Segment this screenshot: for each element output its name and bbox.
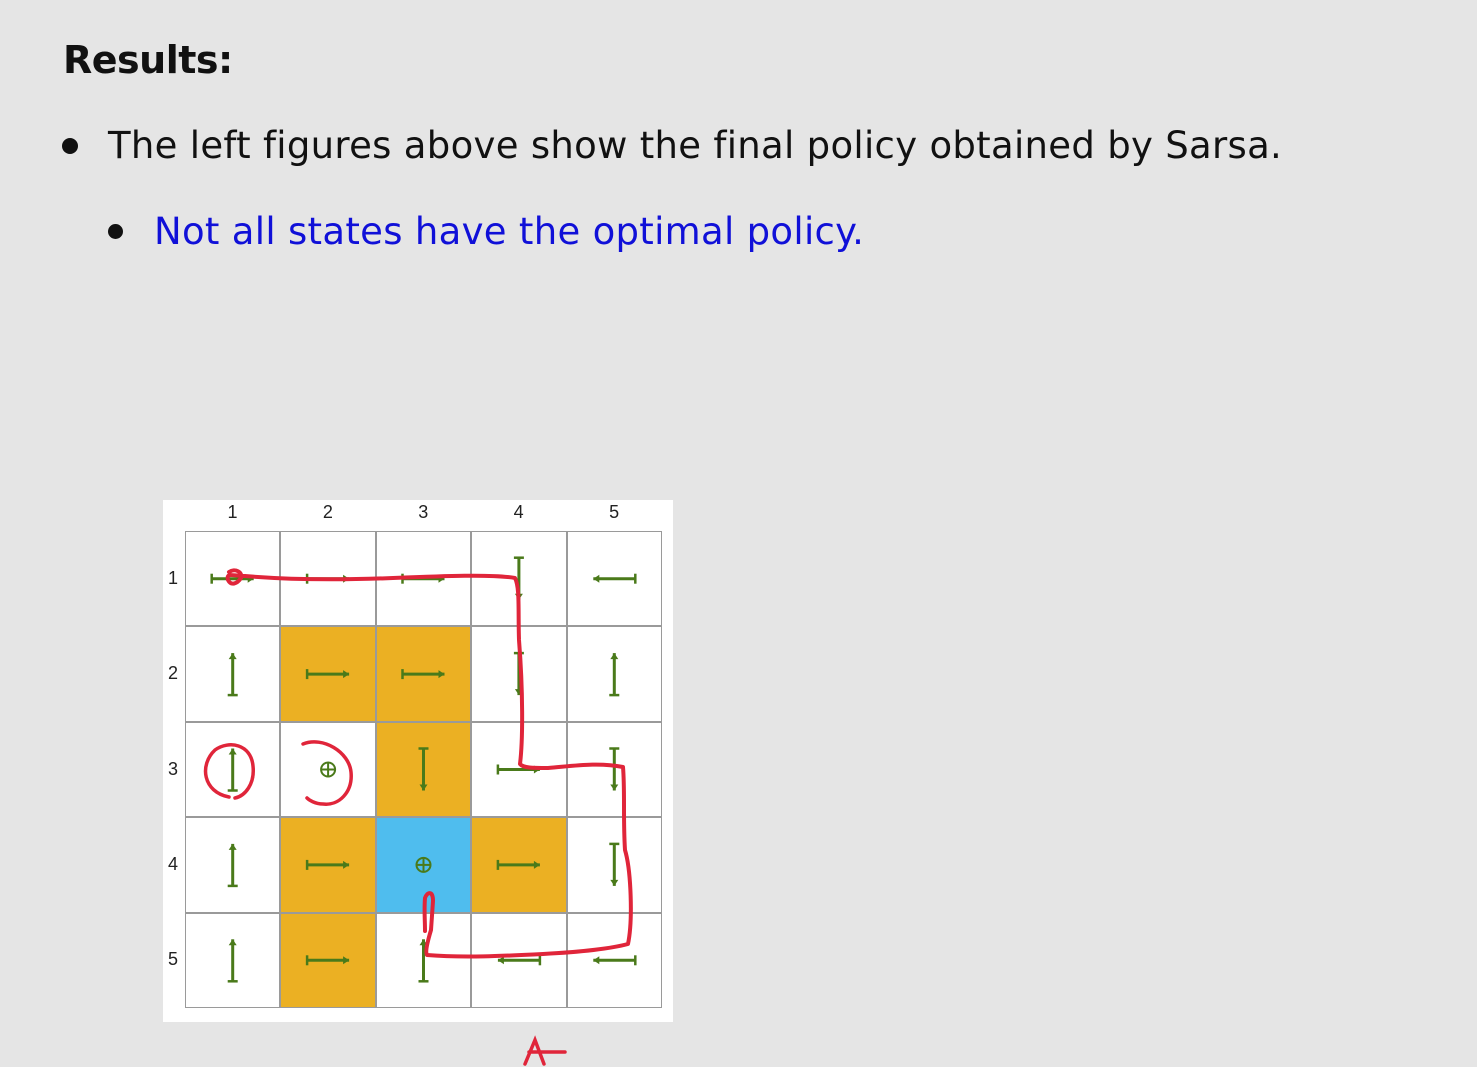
forbidden-cell: [280, 626, 376, 722]
forbidden-cell: [375, 626, 472, 722]
forbidden-cell: [375, 721, 472, 818]
normal-cell: [375, 531, 472, 627]
normal-cell: [471, 531, 567, 627]
normal-cell: [566, 817, 662, 913]
row-label: 3: [167, 758, 178, 779]
row-label: 2: [167, 663, 178, 684]
bullet-dot-icon: [62, 137, 78, 154]
grid-world-figure: 1 2 3 4 5 1 2 3 4 5: [163, 500, 673, 1066]
normal-cell: [471, 626, 567, 722]
normal-cell: [185, 721, 281, 818]
normal-cell: [375, 912, 472, 1008]
slide-heading: Results:: [63, 38, 233, 82]
forbidden-cell: [280, 817, 376, 913]
normal-cell: [566, 721, 662, 818]
sub-bullet-item: Not all states have the optimal policy.: [108, 210, 864, 253]
normal-cell: [566, 912, 662, 1008]
normal-cell: [471, 721, 567, 818]
bullet-dot-icon: [108, 224, 123, 239]
row-label: 4: [167, 853, 178, 874]
normal-cell: [566, 531, 662, 627]
normal-cell: [185, 817, 281, 913]
row-label: 1: [167, 567, 178, 588]
bullet-item: The left figures above show the final po…: [62, 124, 1282, 167]
normal-cell: [471, 912, 567, 1008]
sub-bullet-text: Not all states have the optimal policy.: [154, 210, 865, 253]
normal-cell: [185, 626, 281, 722]
grid-world: [185, 531, 662, 1008]
normal-cell: [185, 531, 281, 627]
forbidden-cell: [280, 912, 376, 1008]
forbidden-cell: [471, 817, 567, 913]
column-label: 4: [513, 502, 524, 522]
normal-cell: [566, 626, 662, 722]
row-label: 5: [167, 949, 178, 970]
normal-cell: [280, 721, 376, 818]
bullet-text: The left figures above show the final po…: [108, 124, 1283, 167]
annotation-mark: [523, 1035, 567, 1066]
normal-cell: [280, 531, 376, 627]
column-label: 5: [609, 502, 620, 522]
column-label: 3: [418, 502, 429, 522]
target-cell: [375, 817, 472, 913]
column-label: 1: [227, 502, 238, 522]
column-label: 2: [322, 502, 333, 522]
normal-cell: [185, 912, 281, 1008]
